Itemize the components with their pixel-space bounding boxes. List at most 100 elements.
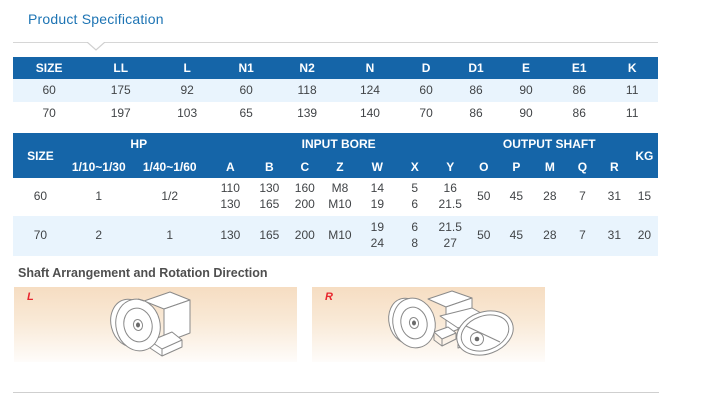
shaft-section-title: Shaft Arrangement and Rotation Direction	[18, 266, 268, 280]
cell: 200	[294, 228, 315, 243]
cell: 110 130	[220, 181, 241, 211]
col-header: N	[339, 57, 400, 79]
cell: 21.5 27	[438, 220, 462, 250]
cell: 45	[509, 228, 523, 243]
col-header-size: SIZE	[13, 133, 68, 178]
cell: 130 165	[259, 181, 280, 211]
cell: 28	[543, 228, 557, 243]
cell: 165	[259, 228, 280, 243]
cell: 140	[359, 105, 380, 120]
cell: 45	[509, 189, 523, 204]
cell: 160 200	[294, 181, 315, 211]
col-header-kg: KG	[630, 133, 658, 178]
cell: 7	[579, 189, 586, 204]
cell: 118	[297, 82, 317, 97]
direction-label-left: L	[27, 291, 34, 303]
col-header: B	[250, 155, 288, 178]
table-row: 70 2 1 130 165 200 M10 19 24 6 8 21.5 27…	[13, 216, 658, 256]
cell: 1	[166, 228, 174, 243]
cell: 14 19	[370, 181, 385, 211]
col-header: D1	[452, 57, 500, 79]
tab-product-specification[interactable]: Product Specification	[28, 11, 164, 27]
cell: 50	[477, 228, 491, 243]
cell: 60	[33, 189, 48, 204]
cell: 6 8	[411, 220, 419, 250]
cell: 5 6	[411, 181, 419, 211]
cell: 16 21.5	[438, 181, 462, 211]
chevron-down-icon	[87, 42, 105, 51]
col-header: M	[532, 155, 567, 178]
col-header: 1/40~1/60	[129, 155, 210, 178]
table-row: 60 175 92 60 118 124 60 86 90 86 11	[13, 79, 658, 102]
cell: 7	[579, 228, 586, 243]
cell: 31	[607, 228, 622, 243]
cell: 1/2	[161, 189, 179, 204]
col-header: N2	[274, 57, 340, 79]
cell: 70	[33, 228, 48, 243]
cell: M8 M10	[328, 181, 352, 211]
cell: 86	[572, 82, 586, 97]
cell: 11	[625, 82, 639, 97]
shaft-panel-right: R	[312, 287, 545, 362]
cell: 92	[180, 82, 194, 97]
gearmotor-right-drawing	[388, 290, 514, 356]
col-header: A	[209, 155, 251, 178]
cell: 90	[519, 105, 533, 120]
col-header: K	[606, 57, 658, 79]
col-header: E1	[552, 57, 607, 79]
col-header: LL	[85, 57, 157, 79]
cell: 70	[419, 105, 433, 120]
cell: 60	[42, 82, 56, 97]
col-header: Y	[432, 155, 468, 178]
cell: 1	[95, 189, 103, 204]
cell: 20	[637, 228, 652, 243]
cell: 11	[625, 105, 639, 120]
cell: 124	[359, 82, 380, 97]
dimension-table-header: SIZE LL L N1 N2 N D D1 E E1 K	[13, 57, 658, 79]
col-header: N1	[218, 57, 275, 79]
section-divider	[13, 392, 659, 393]
shaft-panels: L R	[14, 287, 545, 362]
cell: 103	[177, 105, 198, 120]
col-header: X	[396, 155, 433, 178]
cell: 31	[607, 189, 622, 204]
performance-table-group-header: SIZE HP INPUT BORE OUTPUT SHAFT KG	[13, 133, 658, 178]
tab-divider	[13, 42, 658, 51]
cell: 175	[110, 82, 131, 97]
col-header: P	[499, 155, 533, 178]
cell: 139	[297, 105, 318, 120]
performance-table-sub-header: 1/10~1/30 1/40~1/60 A B C Z W X Y O P M …	[13, 155, 658, 178]
cell: M10	[328, 228, 352, 243]
col-header: Z	[321, 155, 358, 178]
col-header: L	[156, 57, 219, 79]
cell: 50	[477, 189, 491, 204]
col-header: Q	[566, 155, 598, 178]
col-header: C	[287, 155, 322, 178]
table-row: 60 1 1/2 110 130 130 165 160 200 M8 M10 …	[13, 178, 658, 216]
cell: 65	[239, 105, 253, 120]
col-group-hp: HP	[67, 133, 210, 155]
col-group-output-shaft: OUTPUT SHAFT	[467, 133, 631, 155]
col-header: R	[597, 155, 631, 178]
cell: 197	[110, 105, 131, 120]
col-header: O	[467, 155, 500, 178]
cell: 19 24	[370, 220, 385, 250]
col-group-input-bore: INPUT BORE	[209, 133, 468, 155]
cell: 90	[519, 82, 533, 97]
dimension-table: SIZE LL L N1 N2 N D D1 E E1 K 60 175 92 …	[13, 57, 658, 125]
col-header: E	[499, 57, 553, 79]
cell: 70	[42, 105, 56, 120]
cell: 86	[469, 82, 483, 97]
performance-table: SIZE HP INPUT BORE OUTPUT SHAFT KG 1/10~…	[13, 133, 658, 256]
cell: 2	[95, 228, 103, 243]
cell: 60	[419, 82, 433, 97]
cell: 130	[220, 228, 241, 243]
col-header: D	[399, 57, 453, 79]
cell: 60	[239, 82, 253, 97]
cell: 86	[469, 105, 483, 120]
cell: 28	[543, 189, 557, 204]
table-row: 70 197 103 65 139 140 70 86 90 86 11	[13, 102, 658, 125]
shaft-panel-left: L	[14, 287, 297, 362]
col-header: SIZE	[13, 57, 86, 79]
